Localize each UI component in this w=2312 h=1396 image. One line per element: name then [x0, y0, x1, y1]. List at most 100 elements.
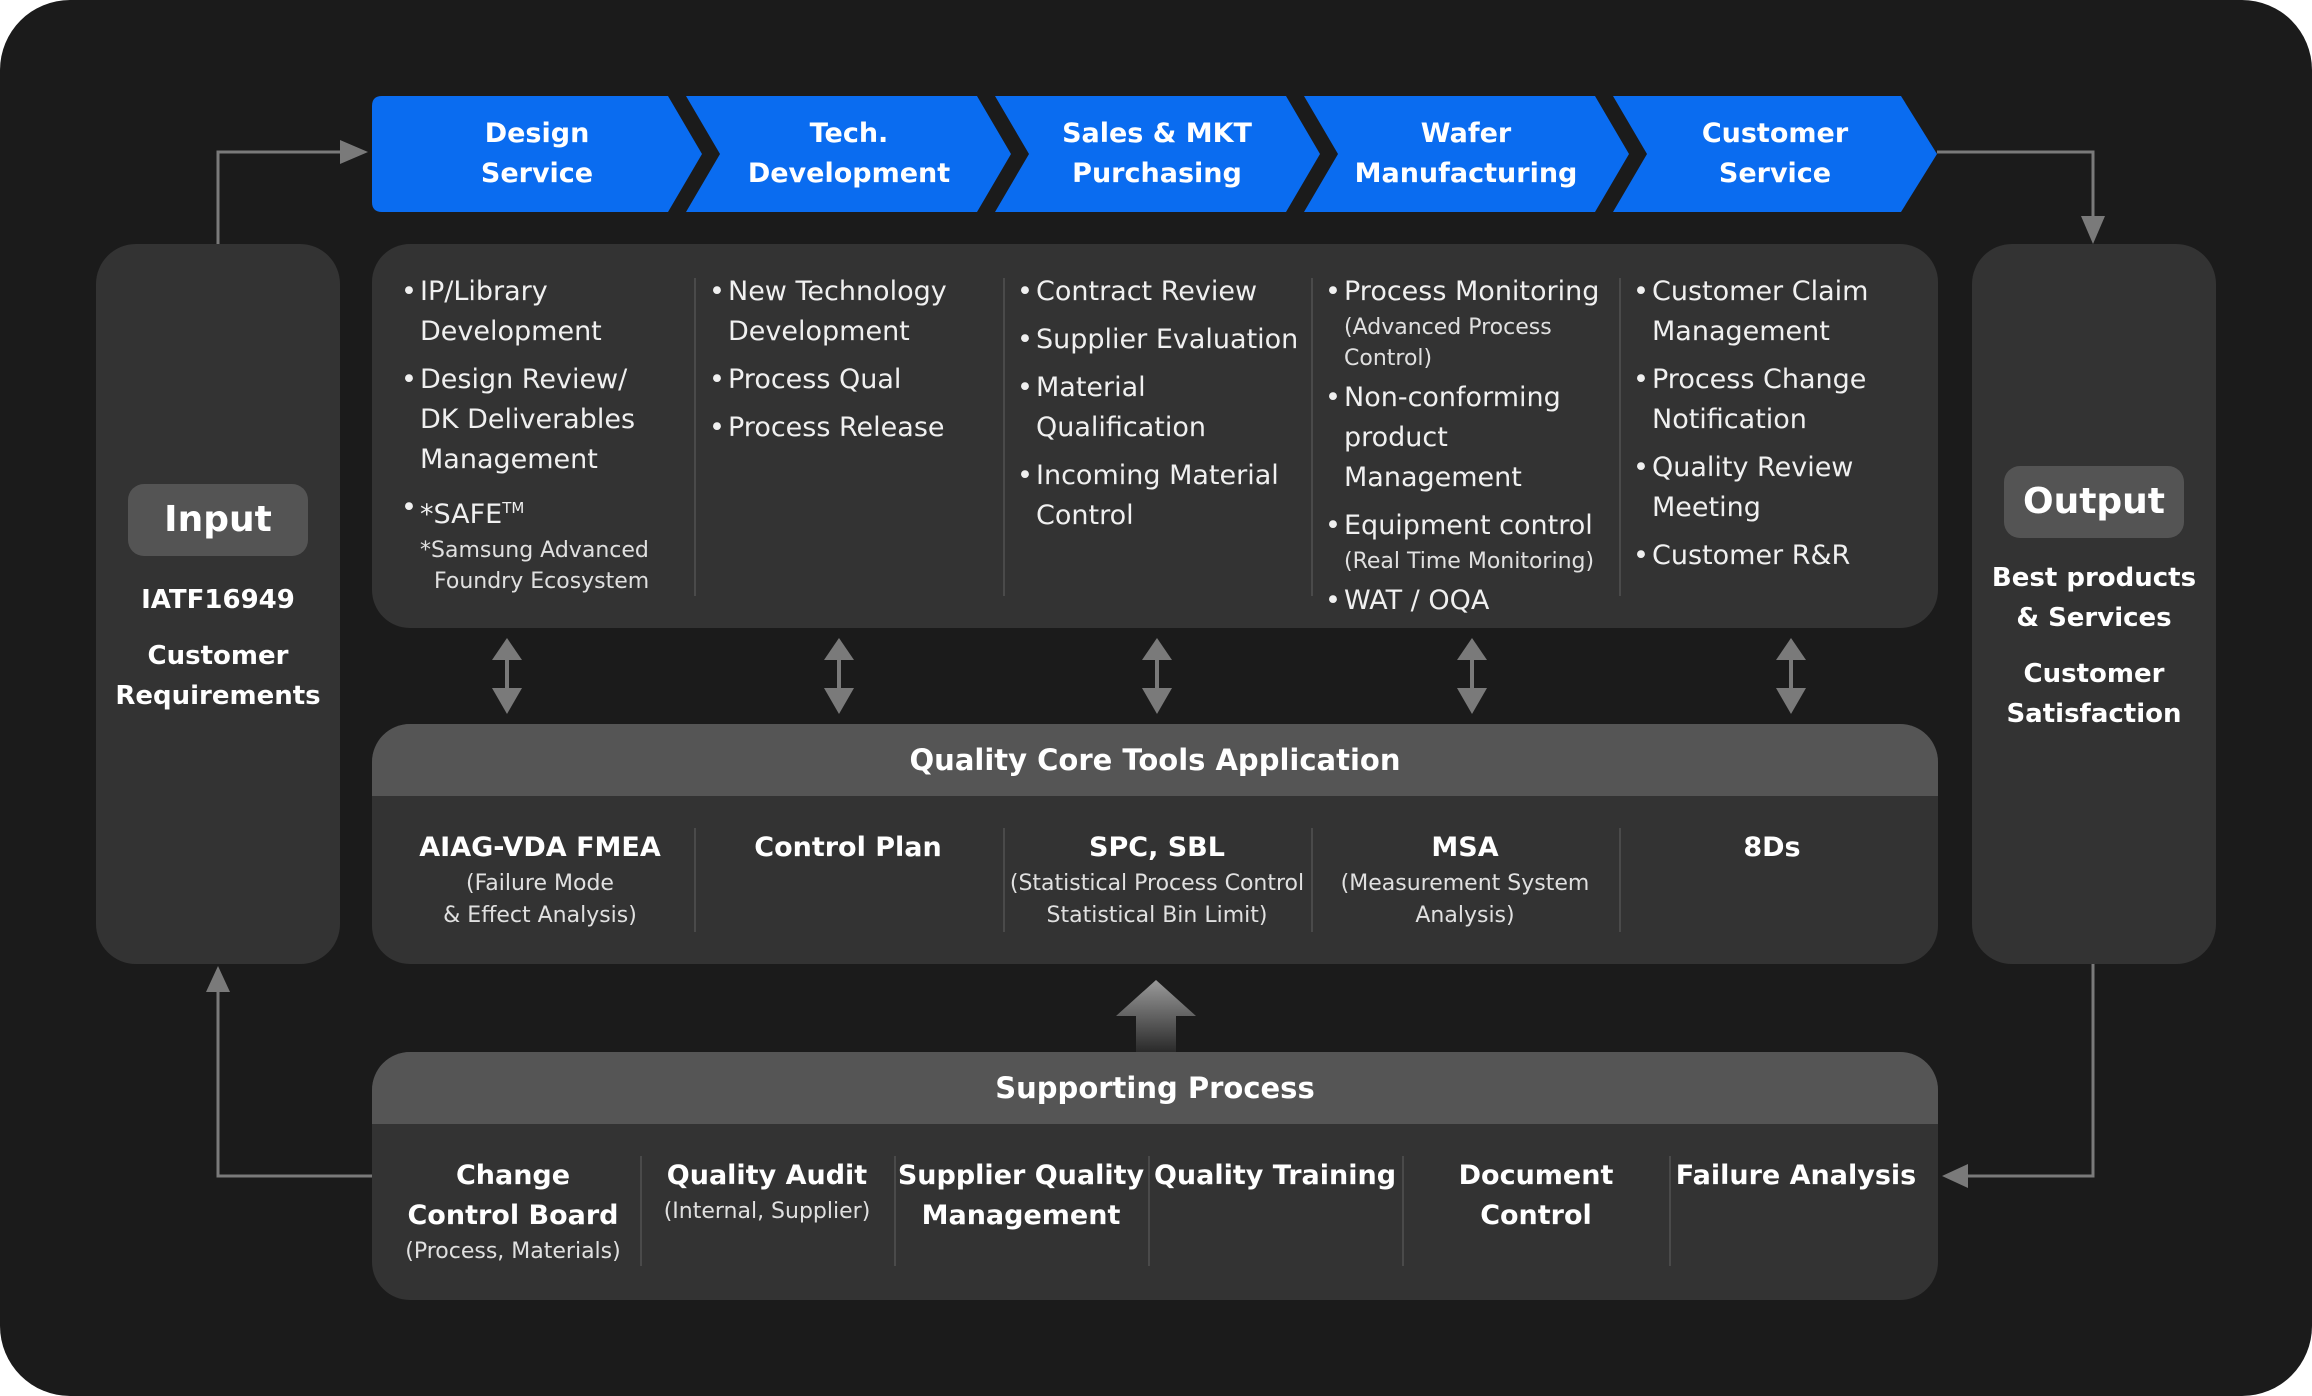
activity-item: Supplier Evaluation: [1017, 320, 1302, 360]
flow-step-customer-service: Customer Service: [1630, 96, 1920, 212]
activity-item: *SAFETM *Samsung Advanced Foundry Ecosys…: [401, 488, 686, 597]
input-pill: Input: [128, 484, 308, 556]
core-tool-title: SPC, SBL: [1089, 832, 1225, 863]
core-tool-sub: Statistical Bin Limit): [1046, 903, 1268, 928]
supporting-failure-analysis: Failure Analysis: [1671, 1156, 1921, 1196]
supporting-item-title: Management: [921, 1200, 1121, 1231]
supporting-up-arrow: [1116, 980, 1196, 1052]
flow-step-label: Service: [1718, 158, 1832, 189]
activity-note: *Samsung Advanced: [420, 538, 649, 563]
flow-step-label: Manufacturing: [1354, 158, 1578, 189]
activity-item: Process Qual: [709, 360, 994, 400]
double-arrow-2: [824, 638, 854, 714]
core-tool-title: AIAG-VDA FMEA: [419, 832, 661, 863]
output-pill: Output: [2004, 466, 2184, 538]
flow-step-label: Customer: [1701, 118, 1849, 149]
activity-note: Foundry Ecosystem: [434, 569, 650, 594]
core-tool-control-plan: Control Plan: [700, 828, 996, 868]
activity-item: Customer R&R: [1633, 536, 1918, 576]
supporting-item-title: Change: [455, 1160, 571, 1191]
input-to-flow-arrowhead: [340, 140, 368, 164]
activity-note: (Advanced Process: [1344, 315, 1552, 340]
flow-step-label: Sales & MKT: [1062, 118, 1252, 149]
double-arrows: [492, 638, 1806, 714]
flow-step-sales-purchasing: Sales & MKT Purchasing: [1012, 96, 1302, 212]
output-line1: Best products: [1991, 563, 2197, 593]
core-tool-title: Control Plan: [754, 832, 942, 863]
core-tool-sub: (Measurement System: [1340, 871, 1590, 896]
supporting-item-title: Quality Audit: [666, 1160, 868, 1191]
core-tool-sub: Analysis): [1415, 903, 1515, 928]
double-arrow-5: [1776, 638, 1806, 714]
activities-sales: Contract Review Supplier Evaluation Mate…: [1017, 272, 1302, 544]
output-line3: Customer: [2023, 659, 2165, 689]
input-requirements-line2: Requirements: [115, 681, 321, 711]
flow-step-label: Design: [484, 118, 590, 149]
input-to-flow-connector: [216, 150, 346, 244]
output-to-supporting-arrowhead: [1942, 1164, 1968, 1188]
activity-item: Process Release: [709, 408, 994, 448]
flow-to-output-connector: [1937, 150, 2095, 222]
input-requirements-line1: Customer: [147, 641, 289, 671]
divider: [1311, 828, 1313, 932]
activity-note: (Real Time Monitoring): [1344, 549, 1595, 574]
supporting-item-sub: (Process, Materials): [405, 1239, 621, 1264]
supporting-item-title: Document Control: [1458, 1160, 1614, 1231]
flow-step-label: Wafer: [1420, 118, 1512, 149]
activity-item: Contract Review: [1017, 272, 1302, 312]
core-tool-8ds: 8Ds: [1624, 828, 1920, 868]
activities-wafer: Process Monitoring (Advanced Process Con…: [1325, 272, 1610, 629]
supporting-item-sub: (Internal, Supplier): [663, 1199, 871, 1224]
activity-item: Process Monitoring (Advanced Process Con…: [1325, 272, 1610, 374]
supporting-document-control: Document Control: [1404, 1156, 1668, 1236]
activity-item: Equipment control (Real Time Monitoring): [1325, 506, 1610, 577]
divider: [640, 1156, 642, 1266]
divider: [694, 278, 696, 596]
supporting-item-title: Control Board: [407, 1200, 619, 1231]
flow-to-output-arrowhead: [2081, 216, 2105, 244]
core-tool-sub: (Statistical Process Control: [1009, 871, 1305, 896]
chevron-sales-purchasing: [995, 96, 1320, 212]
output-line4: Satisfaction: [2006, 699, 2182, 729]
flow-step-label: Development: [747, 158, 951, 189]
supporting-item-title: Quality Training: [1153, 1160, 1397, 1191]
double-arrow-1: [492, 638, 522, 714]
divider: [1003, 278, 1005, 596]
divider: [1619, 828, 1621, 932]
process-chevrons: [372, 96, 1937, 212]
supporting-to-input-arrowhead: [206, 966, 230, 992]
core-tool-sub: & Effect Analysis): [443, 903, 637, 928]
activity-item: Material Qualification: [1017, 368, 1302, 448]
divider: [1669, 1156, 1671, 1266]
divider: [1402, 1156, 1404, 1266]
divider: [1148, 1156, 1150, 1266]
supporting-item-title: Supplier Quality: [897, 1160, 1145, 1191]
core-tool-msa: MSA (Measurement System Analysis): [1316, 828, 1614, 932]
double-arrow-3: [1142, 638, 1172, 714]
chevron-wafer-manufacturing: [1304, 96, 1629, 212]
flow-step-label: Purchasing: [1072, 158, 1242, 189]
core-tool-spc-sbl: SPC, SBL (Statistical Process Control St…: [1004, 828, 1310, 932]
core-tools-title: Quality Core Tools Application: [372, 724, 1938, 796]
divider: [1619, 278, 1621, 596]
supporting-change-control-board: Change Control Board (Process, Materials…: [380, 1156, 646, 1268]
core-tool-fmea: AIAG-VDA FMEA (Failure Mode & Effect Ana…: [392, 828, 688, 932]
divider: [1311, 278, 1313, 596]
flow-step-label: Tech.: [809, 118, 889, 149]
activity-item: WAT / OQA: [1325, 581, 1610, 621]
supporting-title: Supporting Process: [372, 1052, 1938, 1124]
supporting-quality-audit: Quality Audit (Internal, Supplier): [642, 1156, 892, 1228]
supporting-to-input-connector: [216, 990, 372, 1178]
double-arrow-4: [1457, 638, 1487, 714]
core-tool-title: MSA: [1431, 832, 1499, 863]
flow-step-tech-development: Tech. Development: [704, 96, 994, 212]
activity-note: Control): [1344, 346, 1433, 371]
